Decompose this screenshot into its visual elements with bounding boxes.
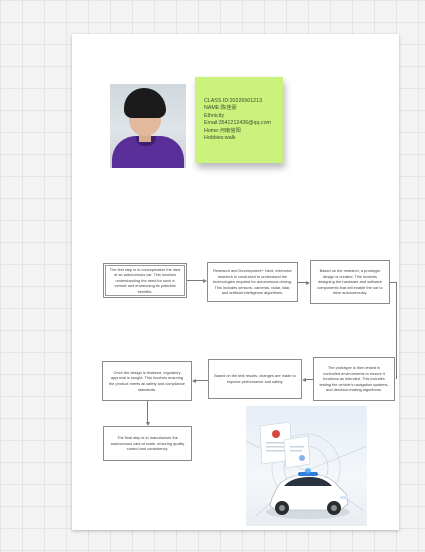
profile-line: CLASS ID:20226501213 xyxy=(204,98,263,104)
flow-step-text: The prototype is then tested in controll… xyxy=(319,365,389,393)
arrowhead xyxy=(306,280,310,285)
connector-4-5 xyxy=(306,379,313,380)
profile-line: Hobbies:walk xyxy=(204,135,236,142)
photo-neck xyxy=(139,132,151,142)
autonomous-car-image[interactable] xyxy=(246,406,367,526)
flow-step-concept[interactable]: The first step is to conceptualize the i… xyxy=(103,263,187,298)
arrowhead xyxy=(302,377,306,382)
flow-step-testing[interactable]: The prototype is then tested in controll… xyxy=(313,357,395,401)
connector-1-2 xyxy=(187,280,203,281)
flow-step-text: The final step is to manufacture the aut… xyxy=(110,435,185,452)
profile-line: NAME:陈佳豪 xyxy=(204,105,237,112)
profile-line: Ethnicity xyxy=(204,112,225,119)
connector-5-6 xyxy=(196,380,208,381)
flow-step-text: Based on the test results, changes are m… xyxy=(214,373,296,384)
canvas-page: CLASS ID:20226501213 NAME:陈佳豪 Ethnicity … xyxy=(72,34,399,530)
flow-step-prototype[interactable]: Based on the research, a prototype desig… xyxy=(310,260,390,304)
connector-2-3 xyxy=(298,282,306,283)
profile-photo[interactable] xyxy=(110,84,186,168)
flow-step-text: Research and Development*: Next, extensi… xyxy=(213,268,292,296)
connector-3-down-a xyxy=(390,282,396,283)
profile-sticky-note[interactable]: CLASS ID:20226501213 NAME:陈佳豪 Ethnicity … xyxy=(195,77,283,163)
flow-step-text: Once the design is finalized, regulatory… xyxy=(109,369,185,392)
flow-step-text: Based on the research, a prototype desig… xyxy=(317,268,383,296)
arrowhead xyxy=(145,422,150,426)
flow-step-approval[interactable]: Once the design is finalized, regulatory… xyxy=(102,361,192,401)
connector-6-7 xyxy=(147,401,148,422)
profile-line: Home:河南信阳 xyxy=(204,127,241,134)
arrowhead xyxy=(203,278,207,283)
flow-step-refine[interactable]: Based on the test results, changes are m… xyxy=(208,359,302,399)
profile-line: Email:3541212436@qq.com xyxy=(204,120,271,127)
photo-hair xyxy=(124,88,166,118)
flow-step-text: The first step is to conceptualize the i… xyxy=(109,266,181,294)
connector-3-down-b xyxy=(396,282,397,379)
arrowhead xyxy=(192,378,196,383)
car-illustration-icon xyxy=(246,421,367,519)
flow-step-manufacture[interactable]: The final step is to manufacture the aut… xyxy=(103,426,192,461)
flow-step-research[interactable]: Research and Development*: Next, extensi… xyxy=(207,262,298,302)
